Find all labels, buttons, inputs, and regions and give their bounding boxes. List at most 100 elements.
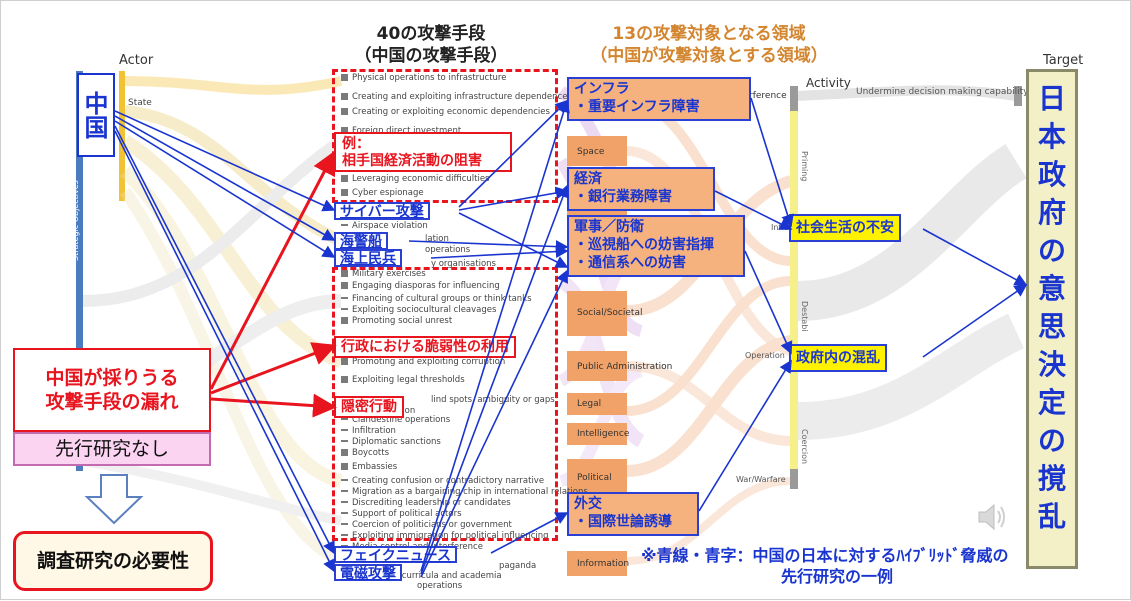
- domain-bar-legal: [567, 393, 627, 415]
- means-item: Exploiting immigration for political inf…: [341, 531, 561, 542]
- means-item: Exploiting legal thresholds: [341, 375, 561, 386]
- means-title: 40の攻撃手段: [376, 24, 486, 44]
- actor-china-box: 中国: [77, 73, 115, 157]
- target-char: 府: [1037, 196, 1066, 229]
- means-item: Engaging diasporas for influencing: [341, 281, 561, 292]
- means-item: Financing of cultural groups or think ta…: [341, 294, 561, 305]
- target-char: 意: [1037, 272, 1066, 305]
- target-char: 日: [1037, 82, 1066, 115]
- gap-line2: 攻撃手段の漏れ: [45, 391, 179, 413]
- domain-bar-intelligence: [567, 423, 627, 445]
- domain-infra-sub: ・重要インフラ障害: [574, 99, 700, 115]
- no-prior-research-box: 先行研究なし: [13, 432, 211, 466]
- target-char: の: [1037, 424, 1066, 457]
- target-char: 定: [1037, 386, 1066, 419]
- actor-header: Actor: [119, 53, 154, 68]
- means-item: Boycotts: [341, 448, 561, 459]
- red-arrows: [209, 150, 337, 418]
- speaker-icon[interactable]: [976, 501, 1010, 533]
- activity-header: Activity: [806, 76, 851, 90]
- means-list-group1b: Leveraging economic difficulties Cyber e…: [341, 174, 561, 199]
- domain-bar-public-admin: [567, 351, 627, 381]
- domain-military-sub1: ・巡視船への妨害指揮: [574, 237, 714, 253]
- strategic-objectives-bar: [76, 71, 83, 471]
- domain-label-public-admin: Public Administration: [577, 362, 673, 372]
- blue-arrows: [114, 97, 1028, 578]
- activity-social-anxiety-box: 社会生活の不安: [789, 214, 901, 242]
- means-item: Airspace violation: [341, 221, 561, 232]
- domain-diplomacy-sub: ・国際世論誘導: [574, 514, 672, 530]
- domain-label-space: Space: [577, 147, 605, 157]
- means-item: Creating confusion or contradictory narr…: [341, 476, 561, 487]
- example-text: 相手国経済活動の阻害: [342, 153, 482, 169]
- activity-gov-confusion-box: 政府内の混乱: [789, 344, 887, 372]
- domain-label-information: Information: [577, 559, 630, 569]
- domain-bar-information: [567, 551, 627, 576]
- means-fragment-2: operations: [425, 245, 471, 255]
- domain-military-title: 軍事／防衛: [574, 219, 644, 235]
- target-char: の: [1037, 234, 1066, 267]
- means-militia-box: 海上民兵: [334, 249, 402, 267]
- target-header: Target: [1043, 53, 1084, 68]
- domain-infra-title: インフラ: [574, 81, 630, 97]
- gap-box: 中国が採りうる 攻撃手段の漏れ: [13, 348, 211, 432]
- research-necessity-box: 調査研究の必要性: [13, 531, 213, 591]
- means-item: Infiltration: [341, 426, 561, 437]
- target-char: 撹: [1037, 462, 1066, 495]
- means-item: Cyber espionage: [341, 188, 561, 199]
- down-arrow-icon: [84, 474, 144, 525]
- domain-econ-box: 経済 ・銀行業務障害: [567, 167, 715, 211]
- target-char: 思: [1037, 310, 1066, 343]
- domain-econ-title: 経済: [574, 171, 602, 187]
- activity-operation: Operation: [745, 351, 785, 360]
- domain-bar-social: [567, 291, 627, 336]
- example-title: 例：: [342, 136, 370, 152]
- flow-activity-target: [797, 85, 1027, 440]
- means-item: Promoting and exploiting corruption: [341, 357, 561, 368]
- means-list-military: Military exercises: [341, 269, 561, 280]
- means-item: Migration as a bargaining chip in intern…: [341, 487, 588, 498]
- means-fragment-1: lation: [425, 234, 449, 244]
- means-list-group1: Physical operations to infrastructure Cr…: [341, 73, 567, 137]
- target-char: 乱: [1037, 500, 1066, 533]
- means-subtitle: （中国の攻撃手段）: [354, 46, 508, 66]
- means-item: Leveraging economic difficulties: [341, 174, 561, 185]
- note-line2: 先行研究の一例: [781, 567, 894, 586]
- note-line1: ※青線・青字：中国の日本に対するﾊｲﾌﾞﾘｯﾄﾞ脅威の: [641, 546, 1009, 565]
- target-char: 政: [1037, 158, 1066, 191]
- means-item: Embassies: [341, 462, 561, 473]
- target-char: 本: [1037, 120, 1066, 153]
- means-covert-box: 隠密行動: [334, 396, 404, 418]
- means-item: Creating or exploiting economic dependen…: [341, 107, 561, 118]
- domains-title: 13の攻撃対象となる領域: [612, 24, 806, 44]
- gap-line1: 中国が採りうる: [45, 367, 179, 389]
- domain-bar-space: [567, 136, 627, 166]
- activity-bar: [790, 86, 798, 486]
- target-char: 決: [1037, 348, 1066, 381]
- means-item: Foreign direct investment: [341, 126, 561, 137]
- means-item: Diplomatic sanctions: [341, 437, 561, 448]
- means-cyber-box: サイバー攻撃: [334, 202, 430, 220]
- domain-label-intelligence: Intelligence: [577, 429, 630, 439]
- domain-label-interference: rference: [749, 91, 787, 101]
- means-item: Creating and exploiting infrastructure d…: [341, 92, 567, 103]
- means-list-group4a: Promoting and exploiting corruption Expl…: [341, 357, 561, 386]
- example-box: 例： 相手国経済活動の阻害: [334, 132, 512, 172]
- domain-label-political: Political: [577, 473, 612, 483]
- domain-econ-sub: ・銀行業務障害: [574, 189, 672, 205]
- state-bar: [119, 71, 125, 201]
- means-em-box: 電磁攻撃: [334, 564, 402, 582]
- means-fragment-6: paganda: [499, 561, 537, 571]
- actor-state-label: State: [128, 98, 152, 108]
- domains-subtitle: （中国が攻撃対象とする領域）: [590, 46, 828, 66]
- means-administrative-box: 行政における脆弱性の利用: [334, 336, 516, 358]
- means-item: Military exercises: [341, 269, 561, 280]
- domain-diplomacy-title: 外交: [574, 496, 602, 512]
- means-item: Discrediting leadership or candidates: [341, 498, 561, 509]
- means-fragment-3: y organisations: [431, 259, 496, 269]
- domain-military-sub2: ・通信系への妨害: [574, 255, 686, 271]
- means-list-group3: Engaging diasporas for influencing Finan…: [341, 281, 561, 327]
- domain-bar-political: [567, 459, 627, 494]
